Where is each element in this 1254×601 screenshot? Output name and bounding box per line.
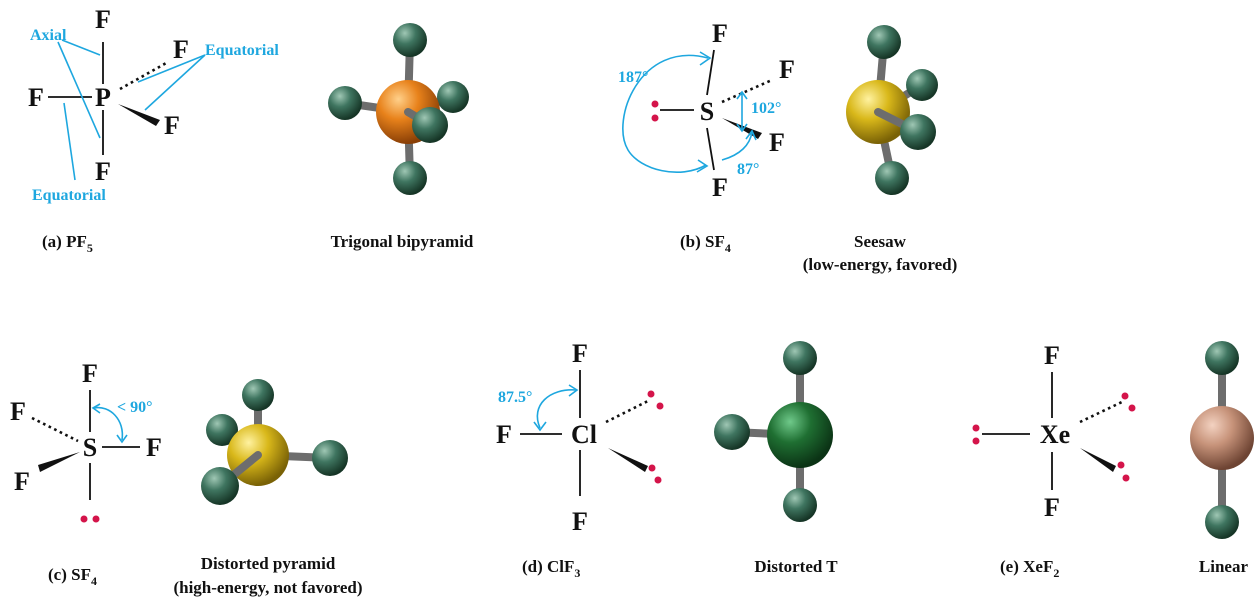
sf4-seesaw-structure: F S F F F 187° 102° 87° [618,19,795,202]
atom-f-axial-bottom: F [95,157,111,186]
atom-xe: Xe [1040,420,1070,449]
caption-distorted-pyramid-note: (high-energy, not favored) [173,578,362,597]
caption-distorted-pyramid: Distorted pyramid [201,554,336,573]
f-ball-top [867,25,901,59]
atom-f-c-back: F [10,397,26,426]
atom-f-d-bottom: F [572,507,588,536]
caption-trigonal-bipyramid: Trigonal bipyramid [331,232,474,251]
atom-s-c: S [83,433,97,462]
atom-f-d-left: F [496,420,512,449]
seesaw-model [846,25,938,195]
atom-f-b-back: F [779,55,795,84]
cl-ball [767,402,833,468]
atom-f-equatorial-left: F [28,83,44,112]
atom-f-c-top: F [82,359,98,388]
atom-p: P [95,83,111,112]
caption-c-sf4: (c) SF4 [48,565,97,588]
atom-f-e-top: F [1044,341,1060,370]
f-ball-bottom [783,488,817,522]
f-ball-front [412,107,448,143]
atom-cl: Cl [571,420,597,449]
caption-e-xef2: (e) XeF2 [1000,557,1059,580]
f-ball-front [201,467,239,505]
caption-seesaw-note: (low-energy, favored) [803,255,958,274]
angle-87-5: 87.5° [498,389,532,406]
label-equatorial-right: Equatorial [205,42,279,59]
f-ball-bottom [875,161,909,195]
atom-f-e-bottom: F [1044,493,1060,522]
sf4-pyramid-structure: F S F F F < 90° [10,359,162,523]
f-ball-top [783,341,817,375]
atom-f-equatorial-back: F [173,35,189,64]
atom-f-b-bottom: F [712,173,728,202]
angle-87: 87° [737,161,759,178]
f-ball-top [1205,341,1239,375]
xef2-structure: F Xe F [972,341,1136,522]
atom-f-axial-top: F [95,5,111,34]
label-equatorial-bottom: Equatorial [32,187,106,204]
f-ball-left [714,414,750,450]
f-ball-top [242,379,274,411]
caption-d-clf3: (d) ClF3 [522,557,580,580]
pf5-structure: F P F F F F Axial Equatorial Equatorial [28,5,279,204]
distorted-pyramid-model [201,379,348,505]
f-ball-bottom [1205,505,1239,539]
label-axial: Axial [30,27,67,44]
angle-187: 187° [618,69,648,86]
caption-linear: Linear [1199,557,1249,576]
distorted-t-model [714,341,833,522]
xe-ball [1190,406,1254,470]
atom-f-b-front: F [769,128,785,157]
f-ball-front [900,114,936,150]
f-ball-right [312,440,348,476]
atom-f-c-front: F [14,467,30,496]
caption-seesaw: Seesaw [854,232,907,251]
atom-f-equatorial-front: F [164,111,180,140]
atom-f-c-right: F [146,433,162,462]
caption-b-sf4: (b) SF4 [680,232,731,255]
angle-102: 102° [751,100,781,117]
f-ball-left [328,86,362,120]
f-ball-top [393,23,427,57]
caption-distorted-t: Distorted T [754,557,838,576]
f-ball-back-left [206,414,238,446]
atom-f-d-top: F [572,339,588,368]
atom-s-b: S [700,97,714,126]
caption-a-pf5: (a) PF5 [42,232,93,255]
linear-model [1190,341,1254,539]
f-ball-bottom [393,161,427,195]
clf3-structure: F Cl F F 87.5° [496,339,664,536]
f-ball-back-right [437,81,469,113]
f-ball-back [906,69,938,101]
angle-lt90: < 90° [117,399,153,416]
atom-f-b-top: F [712,19,728,48]
trigonal-bipyramid-model [328,23,469,195]
